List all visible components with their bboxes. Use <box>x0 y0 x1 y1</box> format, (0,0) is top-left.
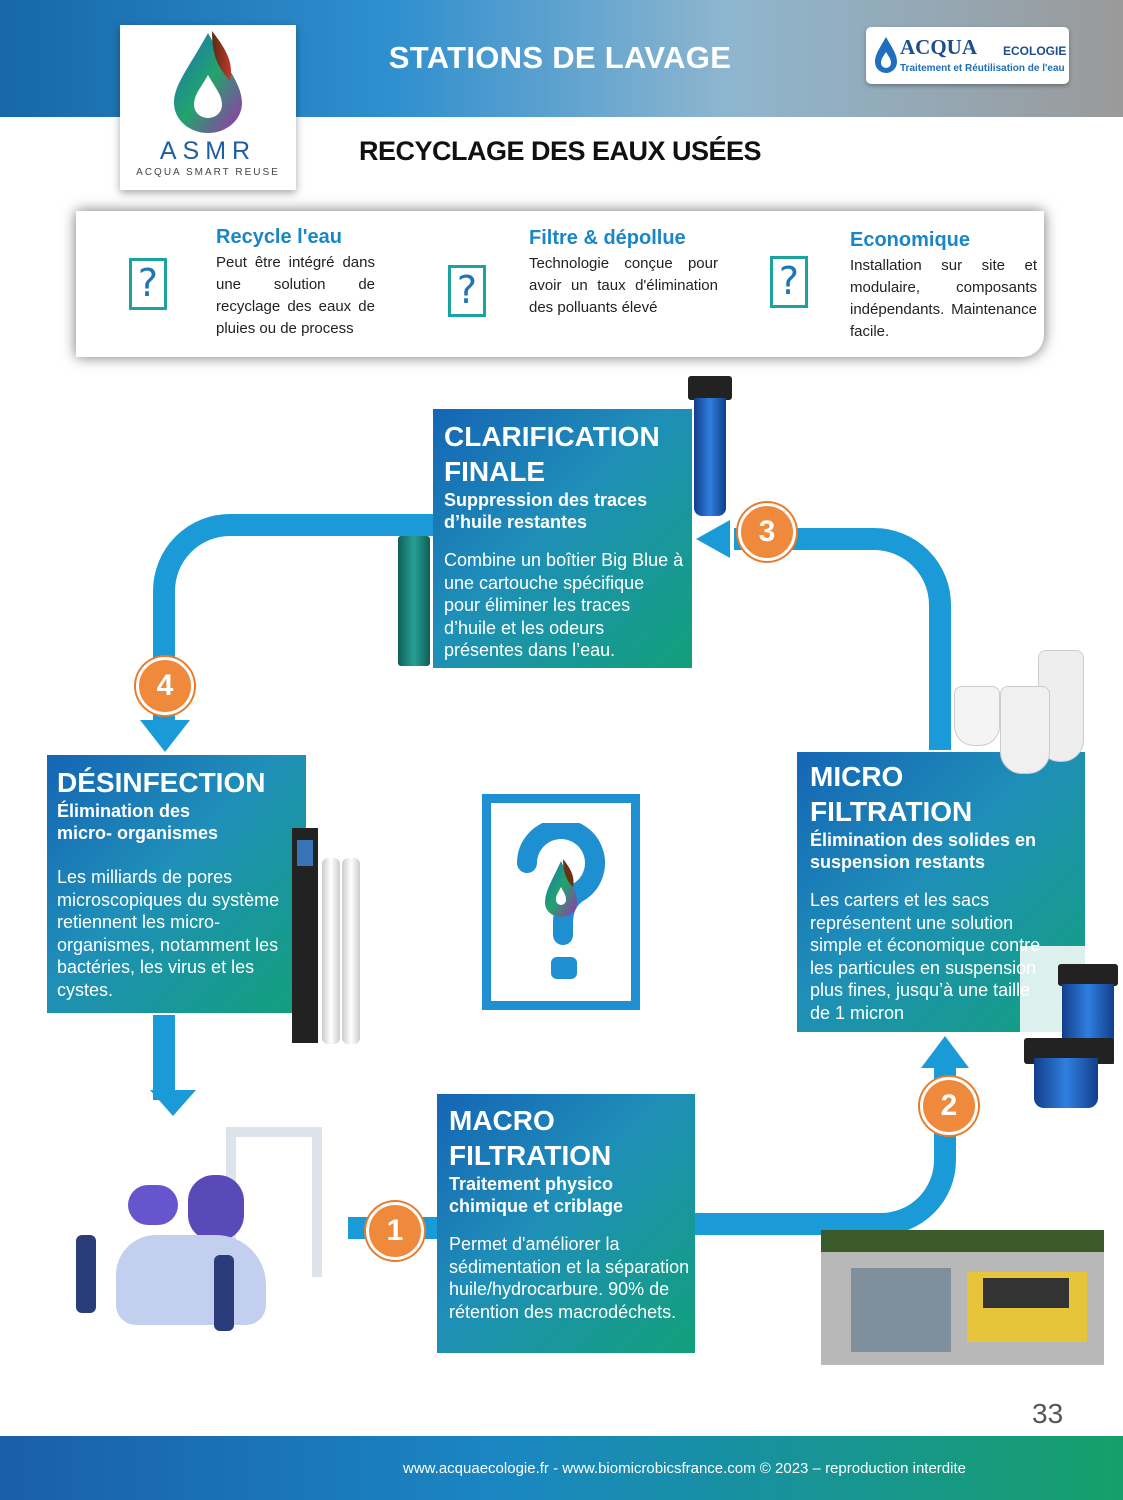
asmr-logo: ASMR ACQUA SMART REUSE <box>120 25 296 190</box>
acqua-tagline: Traitement et Réutilisation de l'eau <box>900 63 1065 74</box>
micro-title-2: FILTRATION <box>810 796 973 827</box>
arrowhead-down-4 <box>140 720 190 752</box>
asmr-tagline: ACQUA SMART REUSE <box>136 167 280 178</box>
feature-text-recycle: Peut être intégré dans une solution de r… <box>216 254 375 337</box>
macro-title-1: MACRO <box>449 1105 555 1136</box>
arrow-path-4 <box>153 514 440 725</box>
big-blue-filter-image <box>688 376 732 516</box>
step-macro-box: MACRO FILTRATION Traitement physico chim… <box>437 1094 695 1353</box>
step-number-1: 1 <box>366 1202 424 1260</box>
macro-subtitle: Traitement physico chimique et criblage <box>449 1174 624 1216</box>
step-number-2: 2 <box>920 1077 978 1135</box>
micro-subtitle: Élimination des solides en suspension re… <box>810 830 1037 872</box>
arrowhead-left-3 <box>696 520 730 558</box>
desinfection-subtitle-2: micro- organismes <box>57 823 219 843</box>
carbon-cartridge-image <box>398 536 430 666</box>
center-question-icon <box>482 794 640 1010</box>
arrow-path-3 <box>734 528 951 750</box>
step-clarification-box: CLARIFICATION FINALE Suppression des tra… <box>433 409 692 668</box>
process-flow-arrows <box>140 514 969 1239</box>
question-mark-drop-icon <box>517 823 605 979</box>
carter-filter-image <box>1020 946 1123 1136</box>
filter-bags-image <box>952 650 1110 778</box>
arrow-path-2 <box>690 1062 956 1235</box>
desinfection-text: Les milliards de pores microscopiques du… <box>57 867 280 1000</box>
feature-title-filtre: Filtre & dépollue <box>529 227 686 249</box>
micro-text: Les carters et les sacs représentent une… <box>810 890 1041 1023</box>
question-icon: ? <box>770 256 808 308</box>
separator-tank-image <box>821 1230 1104 1365</box>
arrowhead-down-car <box>150 1090 196 1116</box>
step-desinfection-box: DÉSINFECTION Élimination des micro- orga… <box>47 755 306 1013</box>
clarification-title-2: FINALE <box>444 456 546 487</box>
desinfection-title: DÉSINFECTION <box>57 767 266 798</box>
acqua-suffix: ECOLOGIE <box>1003 44 1067 58</box>
acqua-ecologie-logo: ACQUA ECOLOGIE Traitement et Réutilisati… <box>866 27 1069 84</box>
step-number-3: 3 <box>738 503 796 561</box>
step-number-4: 4 <box>136 657 194 715</box>
water-drop-logo-icon <box>174 31 242 133</box>
page-number: 33 <box>1032 1398 1064 1429</box>
page-subtitle: RECYCLAGE DES EAUX USÉES <box>358 136 762 166</box>
page-title: STATIONS DE LAVAGE <box>388 40 732 75</box>
acqua-name: ACQUA <box>900 35 977 59</box>
desinfection-subtitle-1: Élimination des <box>57 801 191 821</box>
feature-text-economique: Installation sur site et modulaire, comp… <box>850 257 1037 340</box>
feature-title-recycle: Recycle l'eau <box>216 226 342 248</box>
feature-text-filtre: Technologie conçue pour avoir un taux d'… <box>529 255 718 316</box>
step-micro-box: MICRO FILTRATION Élimination des solides… <box>797 752 1085 1032</box>
macro-title-2: FILTRATION <box>449 1140 612 1171</box>
acqua-drop-icon <box>875 37 897 73</box>
question-icon: ? <box>448 265 486 317</box>
clarification-title-1: CLARIFICATION <box>444 421 660 452</box>
footer-bar <box>0 1436 1123 1500</box>
footer-text: www.acquaecologie.fr - www.biomicrobicsf… <box>403 1460 966 1477</box>
macro-text: Permet d'améliorer la sédimentation et l… <box>449 1234 690 1322</box>
asmr-name: ASMR <box>159 137 257 165</box>
features-panel <box>76 211 1044 357</box>
clarification-text: Combine un boîtier Big Blue à une cartou… <box>444 550 684 660</box>
arrowhead-up-2 <box>921 1036 969 1068</box>
clarification-subtitle: Suppression des traces d’huile restantes <box>444 490 648 532</box>
disinfection-system-image <box>292 828 362 1048</box>
car-wash-illustration <box>68 1125 338 1355</box>
micro-title-1: MICRO <box>810 761 904 792</box>
question-icon: ? <box>129 258 167 310</box>
feature-title-economique: Economique <box>850 229 971 251</box>
